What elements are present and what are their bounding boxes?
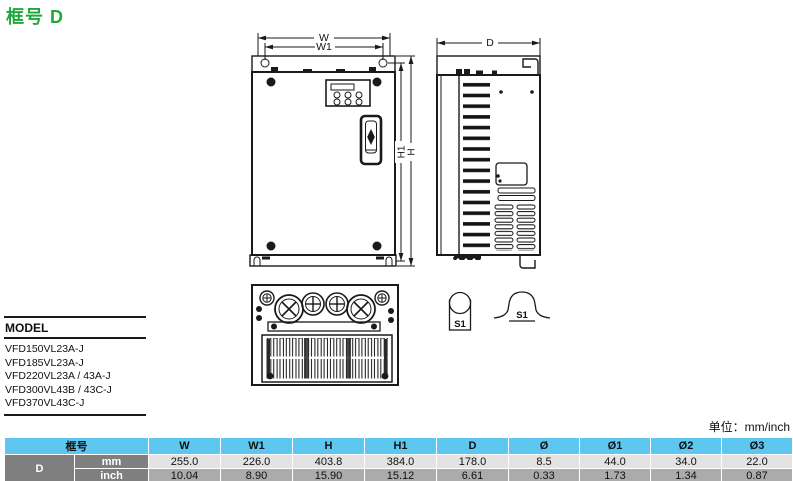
model-heading: MODEL bbox=[5, 321, 49, 335]
model-item: VFD185VL23A-J bbox=[5, 356, 84, 369]
front-view: W W1 bbox=[249, 31, 418, 267]
divider bbox=[4, 316, 146, 318]
frame-header-cell: 框号 bbox=[4, 437, 149, 455]
dim-label-d: D bbox=[486, 37, 494, 49]
table-cell: 178.0 bbox=[436, 454, 509, 469]
dimension-drawing: W W1 bbox=[249, 31, 551, 386]
column-header: Ø1 bbox=[579, 437, 651, 455]
model-panel: MODEL VFD150VL23A-J VFD185VL23A-J VFD220… bbox=[4, 316, 146, 416]
model-item: VFD370VL43C-J bbox=[5, 397, 85, 410]
model-list: VFD150VL23A-J VFD185VL23A-J VFD220VL23A … bbox=[4, 339, 146, 414]
column-header: H1 bbox=[364, 437, 437, 455]
frame-cell: D bbox=[4, 454, 75, 481]
table-header-row: 框号 W W1 H H1 D Ø Ø1 Ø2 Ø3 bbox=[4, 437, 793, 455]
column-header: Ø3 bbox=[721, 437, 793, 455]
table-cell: 6.61 bbox=[436, 468, 509, 481]
table-row-inch: inch 10.04 8.90 15.90 15.12 6.61 0.33 1.… bbox=[5, 468, 793, 481]
table-cell: 8.5 bbox=[508, 454, 580, 469]
table-cell: 44.0 bbox=[579, 454, 651, 469]
dimension-table: 框号 W W1 H H1 D Ø Ø1 Ø2 Ø3 D mm 255.0 226… bbox=[4, 437, 793, 481]
column-header: H bbox=[292, 437, 365, 455]
unit-cell: mm bbox=[74, 454, 149, 469]
table-cell: 10.04 bbox=[148, 468, 221, 481]
unit-label: 单位：mm/inch bbox=[708, 420, 790, 434]
table-cell: 226.0 bbox=[220, 454, 293, 469]
vent-grille bbox=[261, 334, 393, 383]
table-cell: 15.90 bbox=[292, 468, 365, 481]
latch-handle bbox=[359, 114, 383, 166]
table-cell: 384.0 bbox=[364, 454, 437, 469]
column-header: Ø2 bbox=[650, 437, 722, 455]
s1-detail-bump: S1 bbox=[493, 291, 551, 322]
page-title: 框号 D bbox=[6, 7, 64, 27]
column-header: W bbox=[148, 437, 221, 455]
s1-detail-keyhole: S1 bbox=[448, 291, 472, 331]
table-cell: 0.87 bbox=[721, 468, 793, 481]
column-header: Ø bbox=[508, 437, 580, 455]
table-cell: 1.73 bbox=[579, 468, 651, 481]
keypad bbox=[325, 79, 371, 107]
dim-label-h: H bbox=[407, 148, 418, 155]
divider bbox=[4, 413, 146, 416]
bottom-view bbox=[251, 284, 399, 386]
table-cell: 1.34 bbox=[650, 468, 722, 481]
table-row-mm: D mm 255.0 226.0 403.8 384.0 178.0 8.5 4… bbox=[4, 454, 793, 481]
table-cell: 255.0 bbox=[148, 454, 221, 469]
table-cell: 403.8 bbox=[292, 454, 365, 469]
table-cell: 15.12 bbox=[364, 468, 437, 481]
column-header: W1 bbox=[220, 437, 293, 455]
cable-glands bbox=[259, 290, 390, 324]
side-view: D bbox=[436, 36, 541, 269]
s1-keyhole-label: S1 bbox=[454, 319, 466, 330]
table-cell: 8.90 bbox=[220, 468, 293, 481]
table-cell: 22.0 bbox=[721, 454, 793, 469]
table-cell: 0.33 bbox=[508, 468, 580, 481]
divider bbox=[4, 337, 146, 339]
model-item: VFD220VL23A / 43A-J bbox=[5, 370, 111, 383]
dim-label-w: W bbox=[319, 32, 329, 44]
column-header: D bbox=[436, 437, 509, 455]
model-item: VFD150VL23A-J bbox=[5, 343, 84, 355]
table-cell: 34.0 bbox=[650, 454, 722, 469]
s1-bump-label: S1 bbox=[516, 310, 528, 321]
dim-label-w1: W1 bbox=[316, 41, 332, 53]
dim-label-h1: H1 bbox=[397, 145, 408, 158]
model-item: VFD300VL43B / 43C-J bbox=[5, 383, 112, 396]
unit-cell: inch bbox=[74, 468, 149, 481]
